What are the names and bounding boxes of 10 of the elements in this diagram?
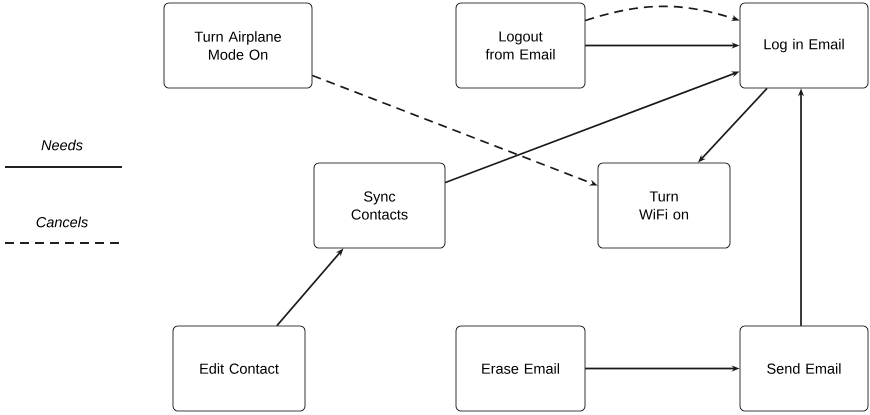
legend-label: Needs	[41, 140, 83, 150]
process-box: Turn WiFi on	[598, 162, 730, 248]
process-box: Logout from Email	[456, 2, 586, 88]
legend-label: Cancels	[36, 216, 88, 228]
process-box: Send Email	[740, 326, 868, 412]
process-box: Edit Contact	[172, 326, 306, 412]
process-box: Erase Email	[456, 326, 586, 412]
process-box: Log in Email	[740, 2, 868, 88]
process-box: Sync Contacts	[314, 162, 446, 248]
process-box: Turn Airplane Mode On	[164, 2, 312, 88]
